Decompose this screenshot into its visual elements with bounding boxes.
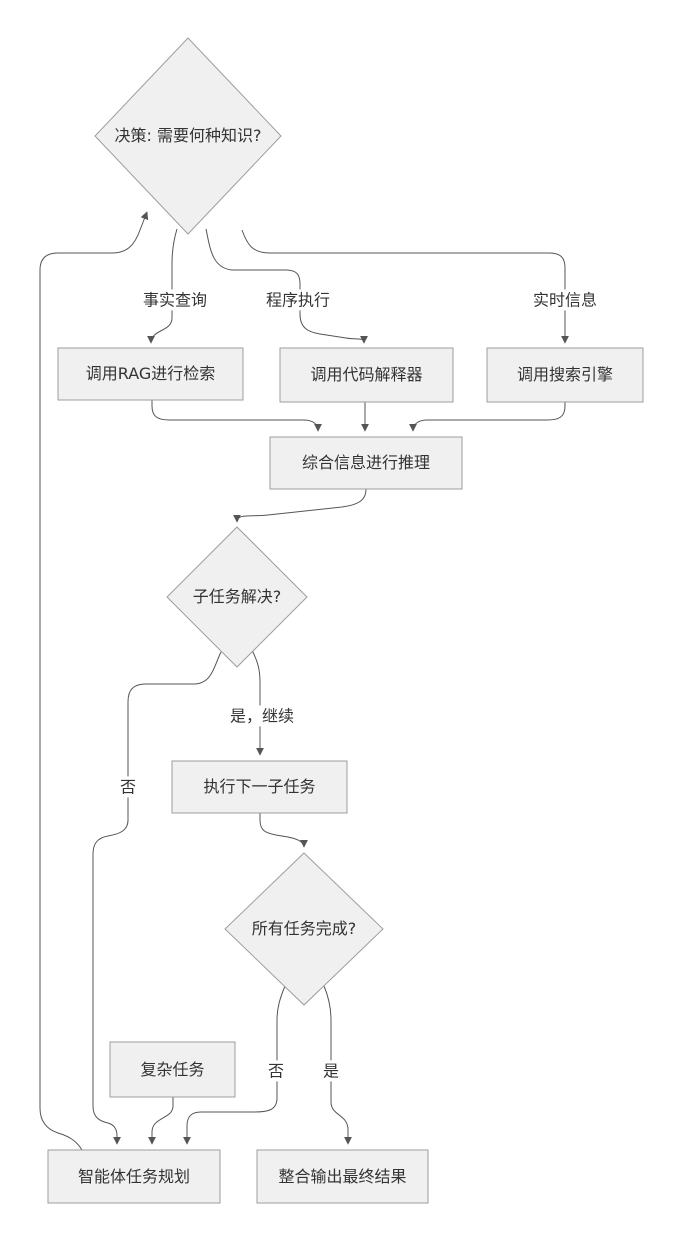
node-all-tasks-done-shape: [224, 852, 384, 1006]
edge-label-realtime-info: 实时信息: [529, 289, 601, 311]
edge-label-yes-continue: 是，继续: [226, 705, 298, 727]
edge-subtask-to-planning: [92, 651, 222, 1145]
edge-label-no-subtask: 否: [116, 776, 140, 798]
node-rag-shape: [57, 347, 244, 401]
edge-alldone-to-final: [323, 985, 352, 1145]
node-decision-knowledge-shape: [94, 37, 282, 235]
edge-label-yes-all-done: 是: [319, 1060, 343, 1082]
node-synthesize-shape: [269, 436, 463, 490]
edge-decision-to-rag: [147, 228, 178, 344]
node-task-planning-shape: [47, 1149, 221, 1204]
edge-subtask-to-next: [250, 647, 264, 756]
node-subtask-solved-shape: [166, 526, 308, 668]
node-next-subtask-shape: [171, 760, 348, 814]
node-code-interpreter-shape: [279, 347, 454, 403]
node-complex-task-shape: [109, 1041, 236, 1098]
edge-decision-to-code: [205, 228, 368, 344]
edge-synthesize-to-subtask: [233, 488, 367, 523]
node-search-engine-shape: [486, 347, 644, 403]
edge-label-factual-query: 事实查询: [139, 289, 211, 311]
node-final-output-shape: [256, 1149, 429, 1204]
edge-complex-to-planning: [148, 1097, 174, 1145]
edge-decision-to-search: [241, 229, 569, 344]
edge-alldone-to-planning: [183, 985, 286, 1145]
edge-planning-to-decision: [39, 211, 149, 1151]
edge-label-no-all-done: 否: [264, 1060, 288, 1082]
edge-rag-to-synthesize: [151, 400, 322, 432]
edge-next-to-alldone: [259, 813, 308, 848]
edge-search-to-synthesize: [409, 402, 566, 432]
edge-label-program-exec: 程序执行: [262, 289, 334, 311]
